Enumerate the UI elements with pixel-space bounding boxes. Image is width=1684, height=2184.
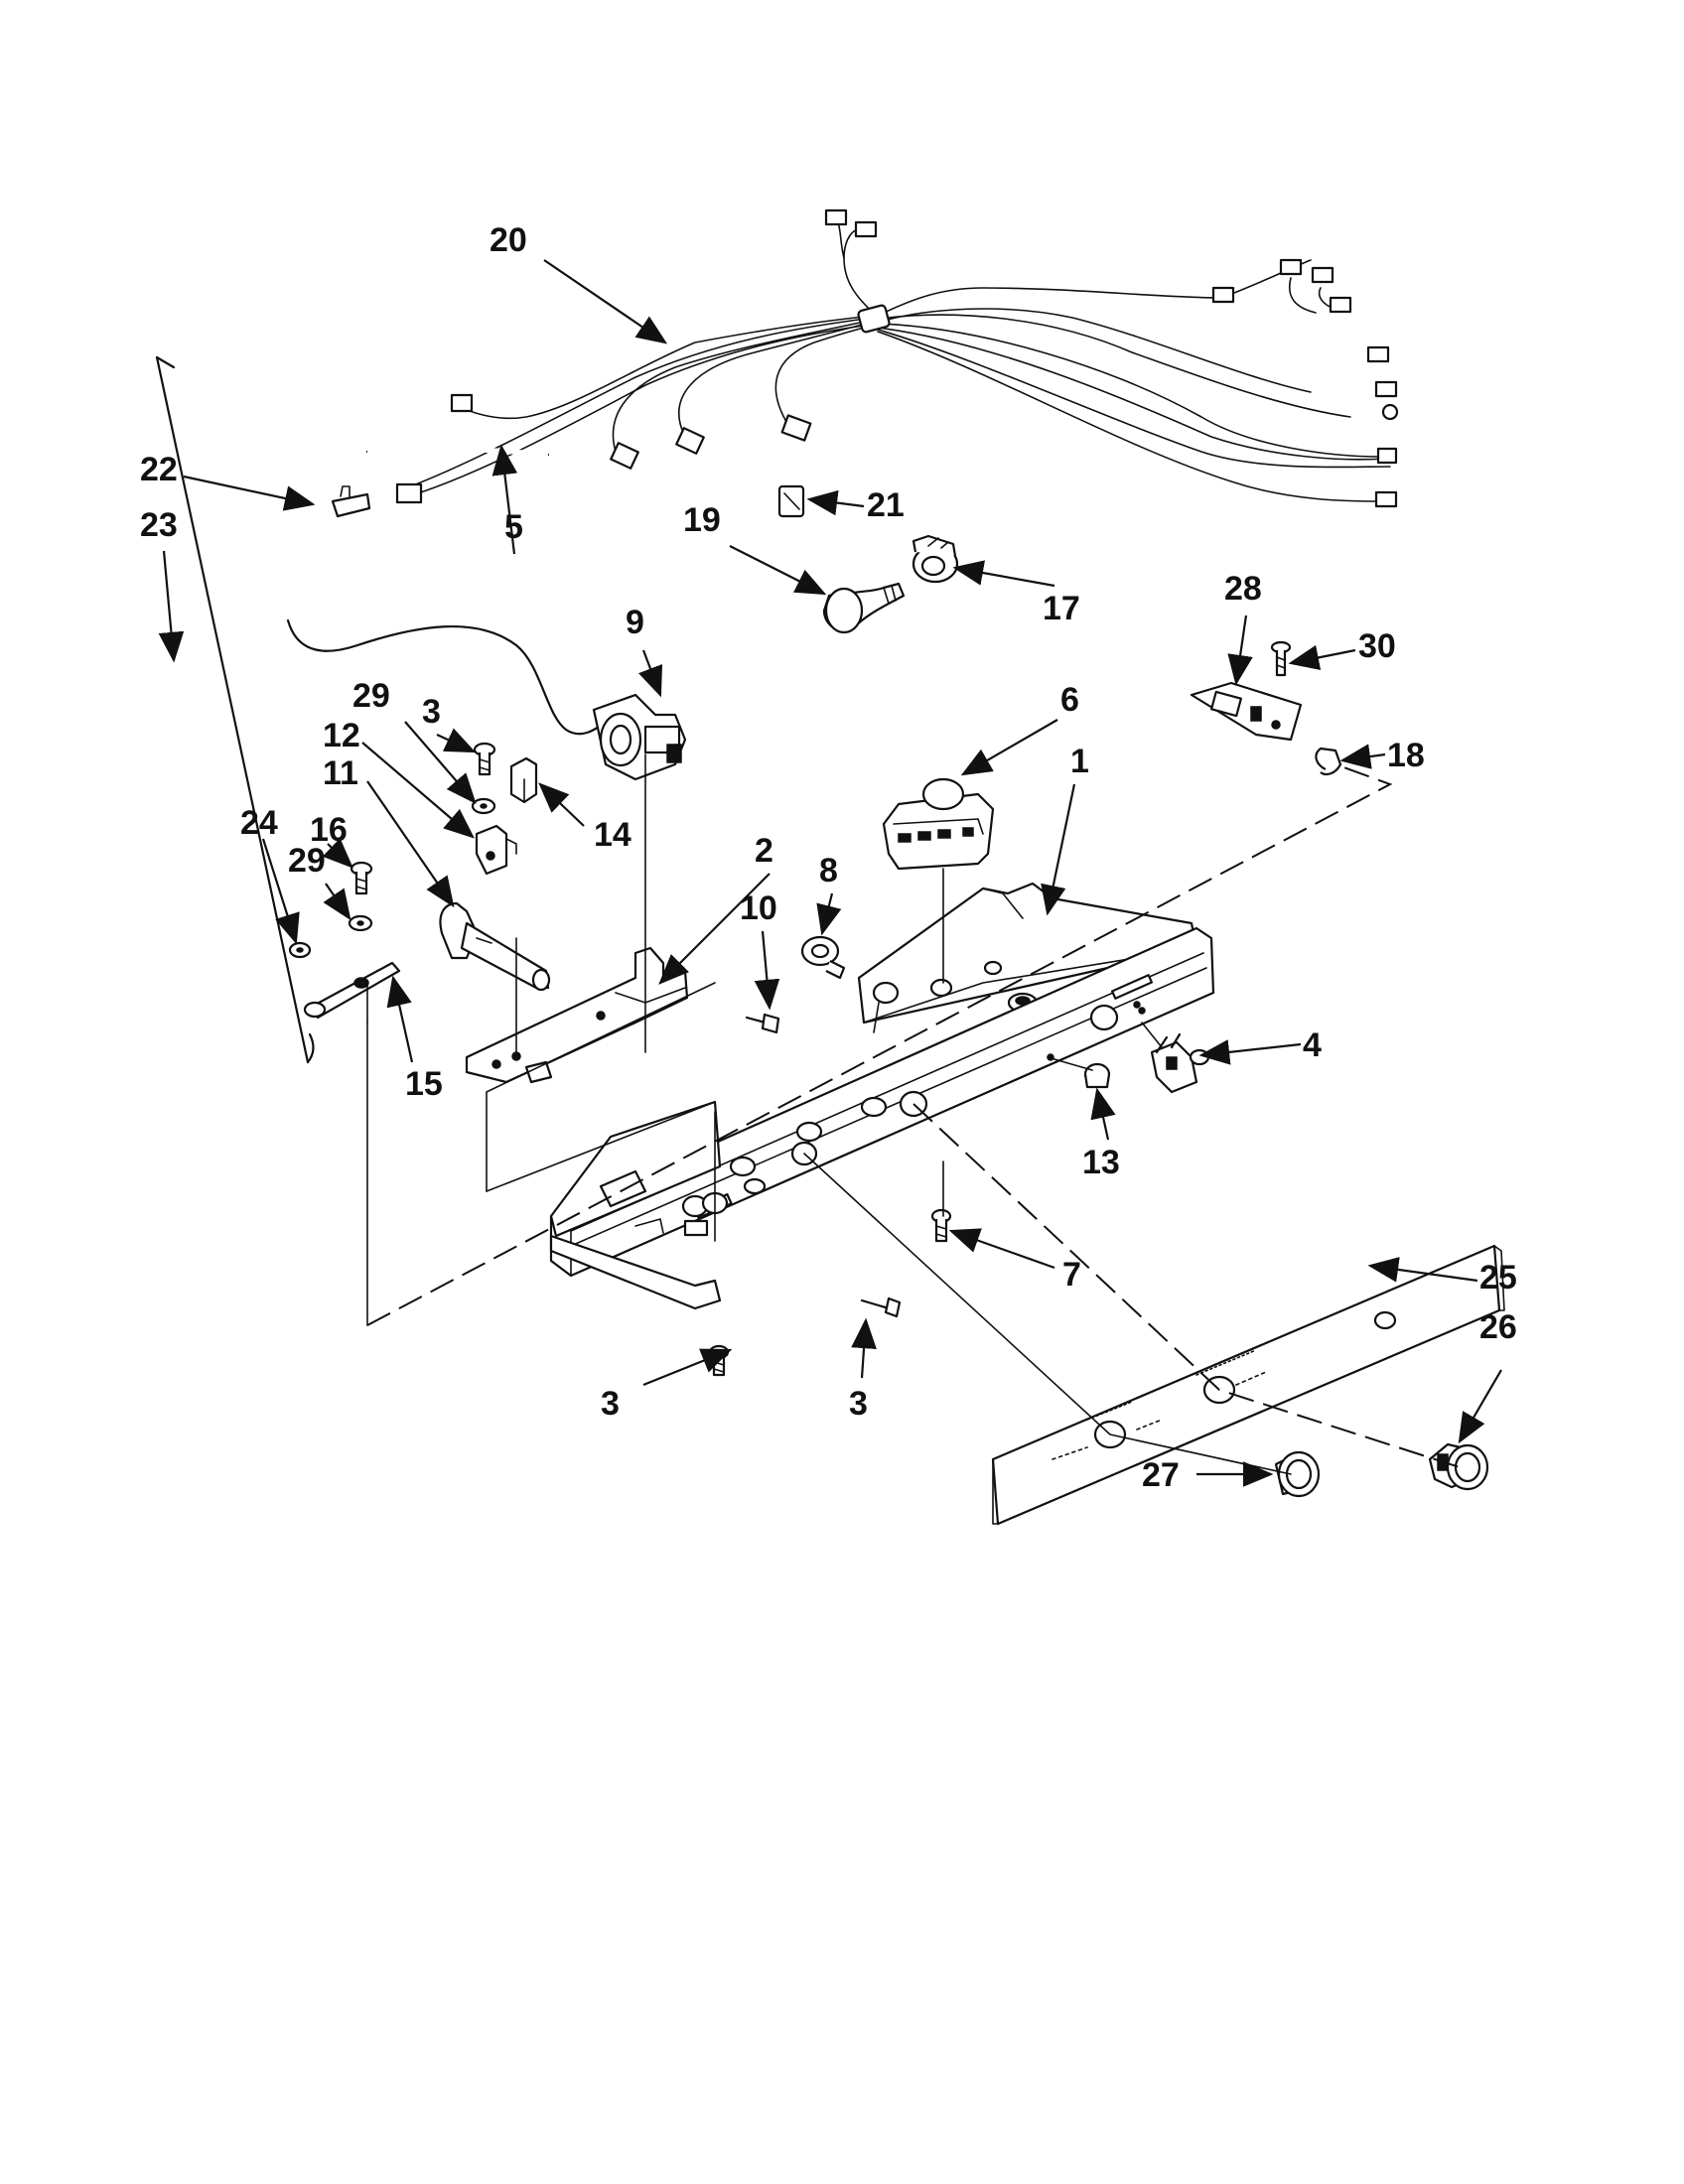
callout-12: 12	[323, 717, 360, 754]
callout-7: 7	[1062, 1256, 1081, 1294]
callout-2: 2	[755, 832, 773, 870]
tube-part-5	[365, 446, 550, 458]
clip-part-18	[1315, 747, 1342, 775]
callout-10: 10	[740, 889, 777, 927]
callout-16: 16	[310, 811, 348, 849]
washer-part-24	[288, 941, 312, 959]
washer-part-29-lower	[348, 914, 373, 932]
control-part-9	[286, 618, 687, 781]
callout-18: 18	[1387, 737, 1425, 774]
bushing-part-8	[800, 935, 846, 980]
rod-part-23	[155, 355, 315, 1064]
callout-9: 9	[626, 604, 644, 641]
bracket-part-12	[475, 824, 517, 876]
screw-part-3-lower	[708, 1344, 730, 1377]
panel-part-25	[991, 1244, 1505, 1526]
callout-25: 25	[1479, 1259, 1517, 1297]
callout-13: 13	[1082, 1144, 1120, 1181]
board-part-28	[1190, 681, 1303, 742]
screw-part-16	[350, 861, 373, 895]
callout-11: 11	[323, 754, 358, 792]
timer-part-6	[882, 777, 995, 871]
callout-21: 21	[867, 486, 905, 524]
screw-part-3-upper	[473, 742, 496, 776]
callout-19: 19	[683, 501, 721, 539]
bulb-part-19	[822, 582, 906, 634]
lever-part-15	[303, 961, 401, 1020]
screw-part-30	[1270, 640, 1292, 677]
callout-28: 28	[1224, 570, 1262, 608]
socket-part-17	[912, 534, 959, 584]
button-part-13	[1083, 1062, 1111, 1089]
callout-15: 15	[405, 1065, 443, 1103]
relay-part-14	[509, 756, 538, 804]
washer-part-29-upper	[471, 797, 496, 815]
callout-29-lower: 29	[288, 842, 326, 880]
callout-1: 1	[1070, 743, 1089, 780]
callout-arrows	[158, 259, 1502, 1487]
callout-labels: 20 22 23 5 21 19 17 9 28 30 18 6 1 3 29 …	[140, 221, 1517, 1494]
callout-23: 23	[140, 506, 178, 544]
callout-17: 17	[1043, 590, 1080, 627]
callout-27: 27	[1142, 1456, 1180, 1494]
callout-24: 24	[240, 804, 278, 842]
screw-part-10	[745, 1013, 780, 1034]
knob-part-27	[1274, 1450, 1321, 1498]
callout-14: 14	[594, 816, 632, 854]
callout-26: 26	[1479, 1308, 1517, 1346]
screw-part-3-middle	[860, 1297, 902, 1318]
assembly-guide-lines	[366, 753, 1461, 1475]
callout-20: 20	[490, 221, 527, 259]
callout-6: 6	[1060, 681, 1079, 719]
clip-part-22	[331, 485, 371, 518]
clip-part-21	[777, 484, 805, 518]
callout-29-upper: 29	[352, 677, 390, 715]
callout-3-upper: 3	[422, 693, 441, 731]
callout-3-middle: 3	[849, 1385, 868, 1423]
callout-8: 8	[819, 852, 838, 889]
callout-30: 30	[1358, 627, 1396, 665]
callout-5: 5	[504, 508, 523, 546]
callout-22: 22	[140, 451, 178, 488]
wire-harness-part-20	[395, 208, 1399, 508]
callout-3-lower: 3	[601, 1385, 620, 1423]
screw-part-7	[930, 1208, 952, 1243]
shaft-part-11	[439, 901, 551, 992]
callout-4: 4	[1303, 1026, 1322, 1064]
switch-part-4	[1150, 1032, 1210, 1094]
knob-part-26	[1428, 1442, 1489, 1491]
